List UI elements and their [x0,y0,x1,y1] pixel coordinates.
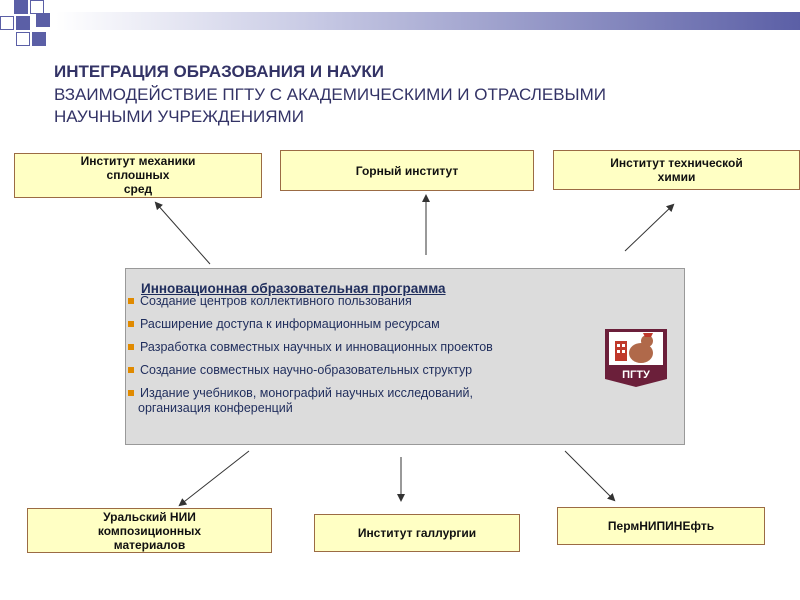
program-item-5: Издание учебников, монографий научных ис… [128,386,493,401]
bullet-icon [128,367,134,373]
institute-perm-box: ПермНИПИНЕфть [557,507,765,545]
institute-chemistry-box: Институт технической химии [553,150,800,190]
corner-square-1 [14,0,28,14]
program-item-1: Создание центров коллективного пользован… [128,294,493,309]
institute-ural-box: Уральский НИИ композиционных материалов [27,508,272,553]
header-gradient-bar [56,12,800,30]
bullet-icon [128,298,134,304]
page-title: ИНТЕГРАЦИЯ ОБРАЗОВАНИЯ И НАУКИ [54,62,384,81]
institute-mechanics-box: Институт механики сплошных сред [14,153,262,198]
corner-square-7 [32,32,46,46]
bullet-icon [128,390,134,396]
arrow-to-chemistry [624,203,675,252]
bullet-icon [128,344,134,350]
arrow-to-mechanics [154,201,211,265]
arrow-to-ural [178,450,250,507]
corner-square-4 [16,16,30,30]
arrow-to-perm [564,450,616,502]
corner-square-5 [36,13,50,27]
page-subtitle-line-2: НАУЧНЫМИ УЧРЕЖДЕНИЯМИ [54,107,304,126]
program-item-5-continuation: организация конференций [138,401,293,415]
page-subtitle-line-1: ВЗАИМОДЕЙСТВИЕ ПГТУ С АКАДЕМИЧЕСКИМИ И О… [54,85,606,104]
program-item-2: Расширение доступа к информационным ресу… [128,317,493,332]
corner-square-3 [0,16,14,30]
institute-gallurgy-box: Институт галлургии [314,514,520,552]
program-list: Создание центров коллективного пользован… [128,294,493,424]
program-item-3: Разработка совместных научных и инноваци… [128,340,493,355]
svg-text:ПГТУ: ПГТУ [622,369,650,381]
pgtu-logo-icon: ПГТУ [605,329,667,387]
program-panel: Инновационная образовательная программа … [125,268,685,445]
program-item-4: Создание совместных научно-образовательн… [128,363,493,378]
institute-mining-box: Горный институт [280,150,534,191]
bullet-icon [128,321,134,327]
corner-square-6 [16,32,30,46]
program-title: Инновационная образовательная программа [141,281,446,296]
